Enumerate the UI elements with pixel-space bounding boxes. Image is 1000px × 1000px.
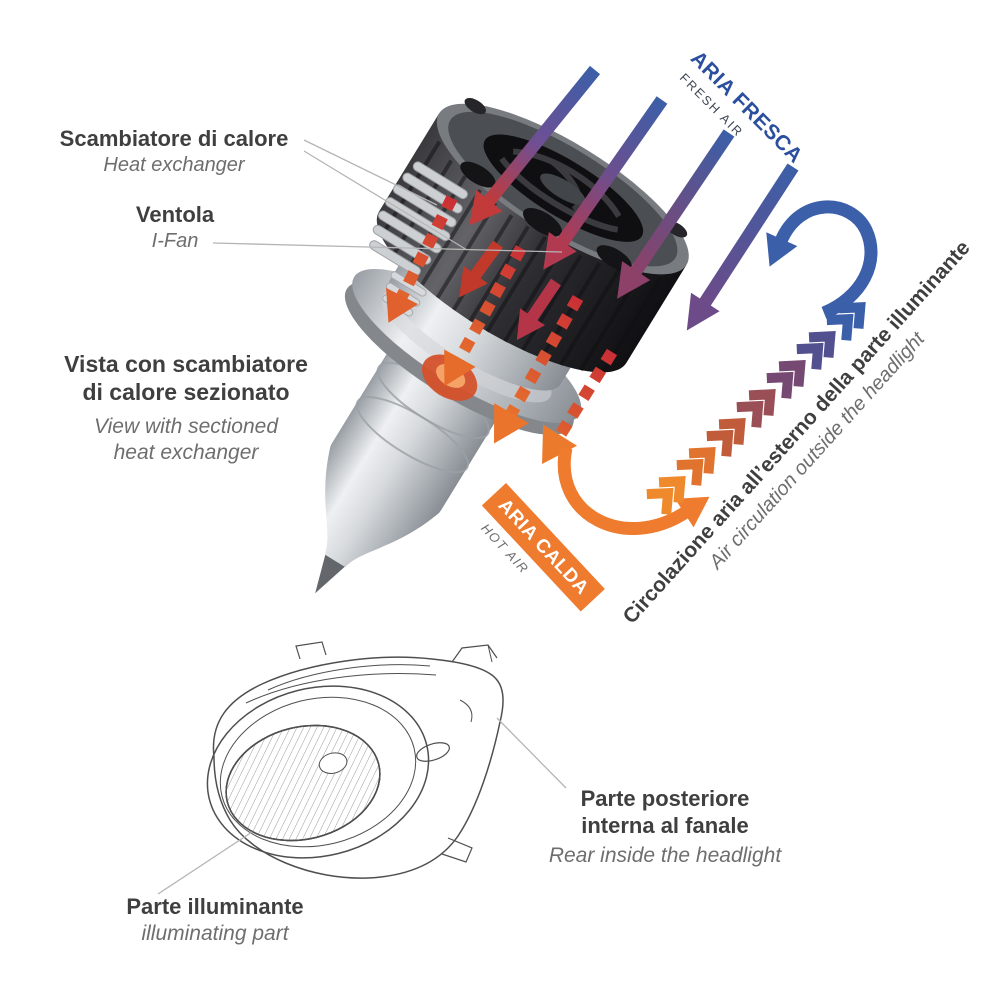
fan-label-en: I-Fan (151, 229, 199, 252)
reflector (225, 724, 381, 842)
heat-exchanger-label-en: Heat exchanger (103, 153, 245, 176)
sectioned-fins (369, 161, 468, 276)
circulation-chevrons (646, 302, 866, 515)
heat-exchanger-label: Scambiatore di calore Heat exchanger (40, 126, 308, 177)
mount-tab-right (451, 644, 498, 663)
mount-tab-top (295, 641, 327, 660)
sectioned-view-en-1: View with sectioned (93, 415, 279, 439)
recirculation-arrows (557, 200, 878, 535)
fan-label: Ventola I-Fan (85, 202, 265, 253)
side-marker (416, 742, 450, 762)
sectioned-view-it-1: Vista con scambiatore (64, 351, 308, 377)
sectioned-view-label: Vista con scambiatore di calore sezionat… (30, 350, 342, 465)
rear-part-it-2: interna al fanale (581, 812, 749, 838)
lens-rings (206, 685, 430, 859)
illuminating-part-en: illuminating part (141, 921, 289, 945)
rear-part-label: Parte posteriore interna al fanale Rear … (520, 786, 810, 868)
mount-tab-bottom (441, 837, 473, 863)
illuminating-part-it: Parte illuminante (126, 894, 304, 919)
fresh-air-curve (775, 200, 878, 320)
sectioned-view-en-2: heat exchanger (113, 440, 259, 464)
headlight-sketch (206, 641, 504, 879)
illuminating-part-label: Parte illuminante illuminating part (80, 894, 350, 946)
heat-exchanger-label-it: Scambiatore di calore (59, 126, 289, 151)
fresh-air-arrows (469, 65, 799, 331)
hot-air-curve (557, 446, 690, 535)
rear-part-en: Rear inside the headlight (548, 843, 782, 867)
fan-label-it: Ventola (135, 202, 215, 227)
leader-lines (157, 139, 567, 895)
rear-part-it-1: Parte posteriore (580, 786, 750, 811)
sectioned-view-it-2: di calore sezionato (82, 379, 290, 406)
